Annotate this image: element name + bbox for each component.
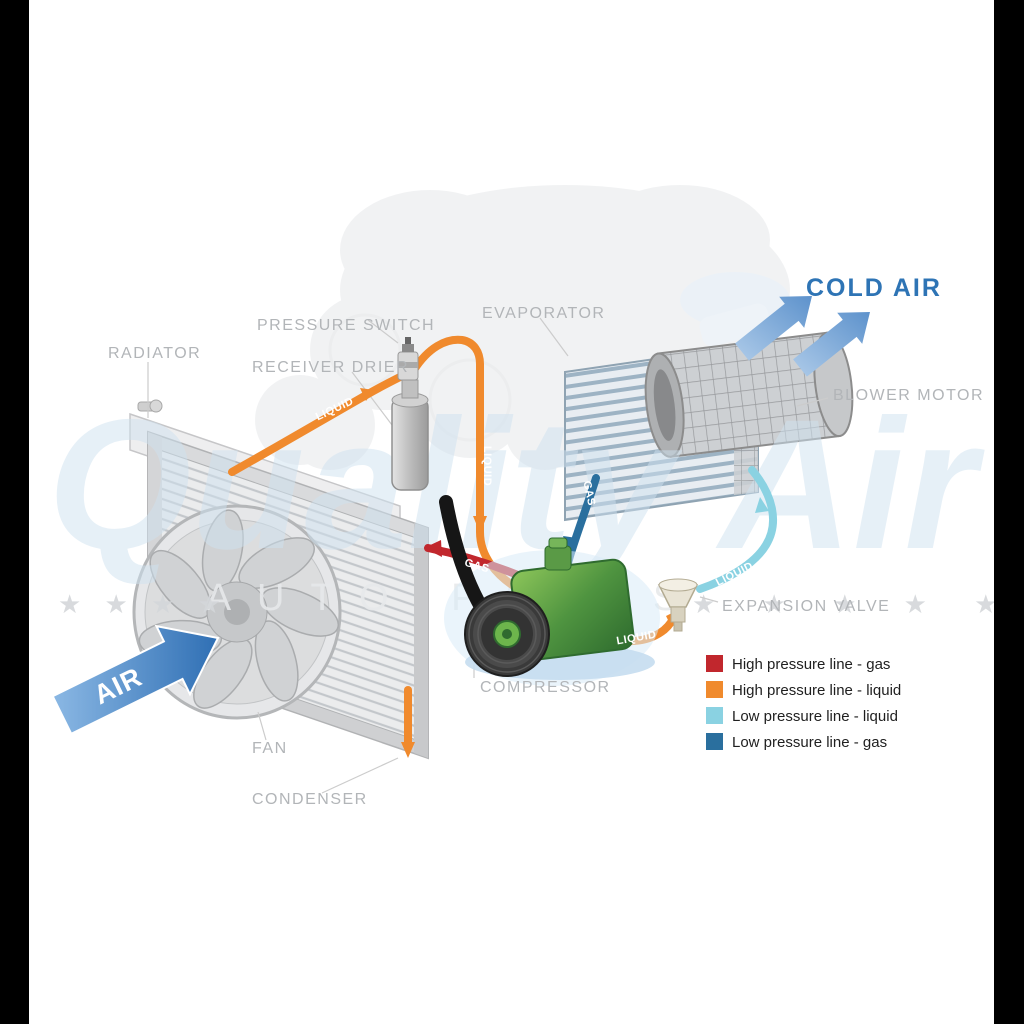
label-evaporator: EVAPORATOR (482, 305, 605, 322)
label-condenser: CONDENSER (252, 791, 368, 808)
compressor-pulley (464, 591, 550, 677)
legend: High pressure line - gas High pressure l… (706, 655, 901, 751)
right-letterbox-bar (994, 0, 1024, 1024)
compressor-graphic (439, 495, 660, 686)
flow-arrowhead-orange-2 (473, 516, 487, 533)
legend-swatch-low-liquid (706, 707, 723, 724)
pipe-high-pressure-liquid-condenser-to-drier (228, 371, 408, 476)
label-fan: FAN (252, 740, 288, 757)
label-compressor: COMPRESSOR (480, 679, 611, 696)
expansion-valve-graphic (657, 578, 699, 632)
label-radiator: RADIATOR (108, 345, 201, 362)
watermark-stars-right: ★ ★ ★ ★ ★ ★ (692, 589, 1024, 619)
legend-label-low-liquid: Low pressure line - liquid (732, 708, 898, 725)
flow-arrowhead-orange-4 (401, 742, 415, 758)
legend-item: Low pressure line - liquid (706, 707, 898, 725)
legend-label-high-gas: High pressure line - gas (732, 656, 890, 673)
left-letterbox-bar (0, 0, 29, 1024)
pressure-switch-graphic (397, 337, 419, 381)
pipe-low-pressure-liquid-valve-to-evaporator (696, 466, 777, 593)
cold-air-arrows (735, 296, 870, 377)
legend-swatch-high-gas (706, 655, 723, 672)
legend-swatch-low-gas (706, 733, 723, 750)
flow-arrowhead-orange-1 (360, 388, 374, 401)
legend-item: High pressure line - gas (706, 655, 890, 673)
label-leader-lines (147, 317, 829, 794)
watermark: Quality Air AUTO PARTS ★ ★ ★ ★ ★ ★ ★ ★ ★… (48, 382, 1024, 619)
label-expansion-valve: EXPANSION VALVE (722, 598, 890, 615)
component-labels: RADIATOR PRESSURE SWITCH RECEIVER DRIER … (108, 274, 984, 808)
legend-item: Low pressure line - gas (706, 733, 887, 751)
label-blower-motor: BLOWER MOTOR (833, 387, 984, 404)
label-receiver-drier: RECEIVER DRIER (252, 359, 409, 376)
pipe-label-gas-2: GAS (580, 480, 597, 507)
legend-item: High pressure line - liquid (706, 681, 901, 699)
flow-arrowhead-lightblue (755, 497, 769, 513)
flow-arrowhead-red (424, 540, 442, 557)
label-pressure-switch: PRESSURE SWITCH (257, 317, 435, 334)
receiver-drier-graphic (391, 379, 429, 491)
watermark-stars-left: ★ ★ ★ ★ (58, 589, 229, 619)
watermark-brand: Quality Air (48, 382, 986, 588)
legend-swatch-high-liquid (706, 681, 723, 698)
legend-label-low-gas: Low pressure line - gas (732, 734, 887, 751)
label-cold-air: COLD AIR (806, 274, 942, 302)
compressor-port (544, 545, 572, 571)
legend-label-high-liquid: High pressure line - liquid (732, 682, 901, 699)
pipe-label-liquid-2: LIQUID (481, 446, 493, 486)
